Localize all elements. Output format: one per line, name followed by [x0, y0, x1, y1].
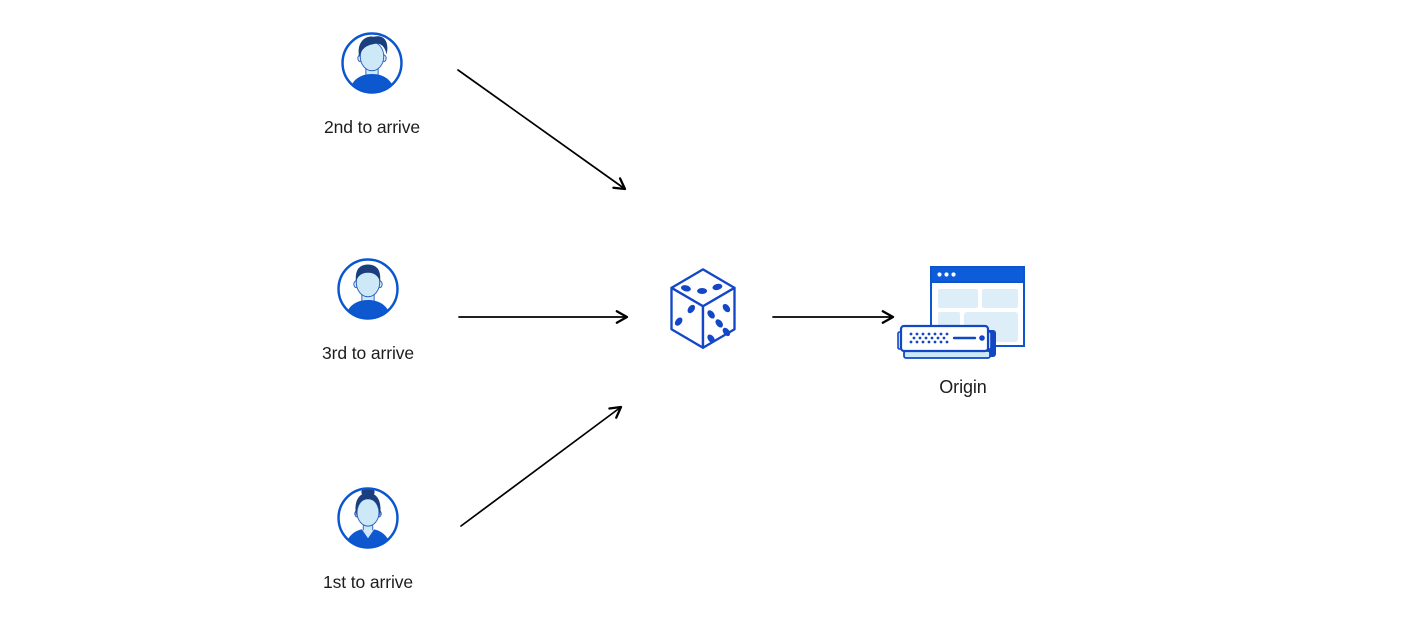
- node-label-user-2nd: 2nd to arrive: [324, 117, 420, 137]
- node-user-2nd: 2nd to arrive: [324, 29, 420, 137]
- node-origin: Origin: [897, 264, 1029, 398]
- node-user-3rd: 3rd to arrive: [322, 255, 414, 363]
- dice-icon: [670, 268, 736, 349]
- origin-server-icon: [897, 266, 1025, 359]
- node-user-1st: 1st to arrive: [323, 484, 413, 592]
- male-avatar-icon: [337, 258, 399, 320]
- window-dots-icon: [937, 272, 956, 277]
- node-label-user-1st: 1st to arrive: [322, 572, 414, 592]
- node-dice: [667, 266, 739, 352]
- arrow-user1st-to-dice: [460, 405, 623, 527]
- female-avatar-icon: [337, 487, 399, 549]
- arrow-user2nd-to-dice: [457, 69, 627, 191]
- male-avatar-icon: [341, 32, 403, 94]
- server-vents-icon: [909, 332, 949, 344]
- node-label-origin: Origin: [939, 377, 987, 397]
- node-label-user-3rd: 3rd to arrive: [321, 343, 415, 363]
